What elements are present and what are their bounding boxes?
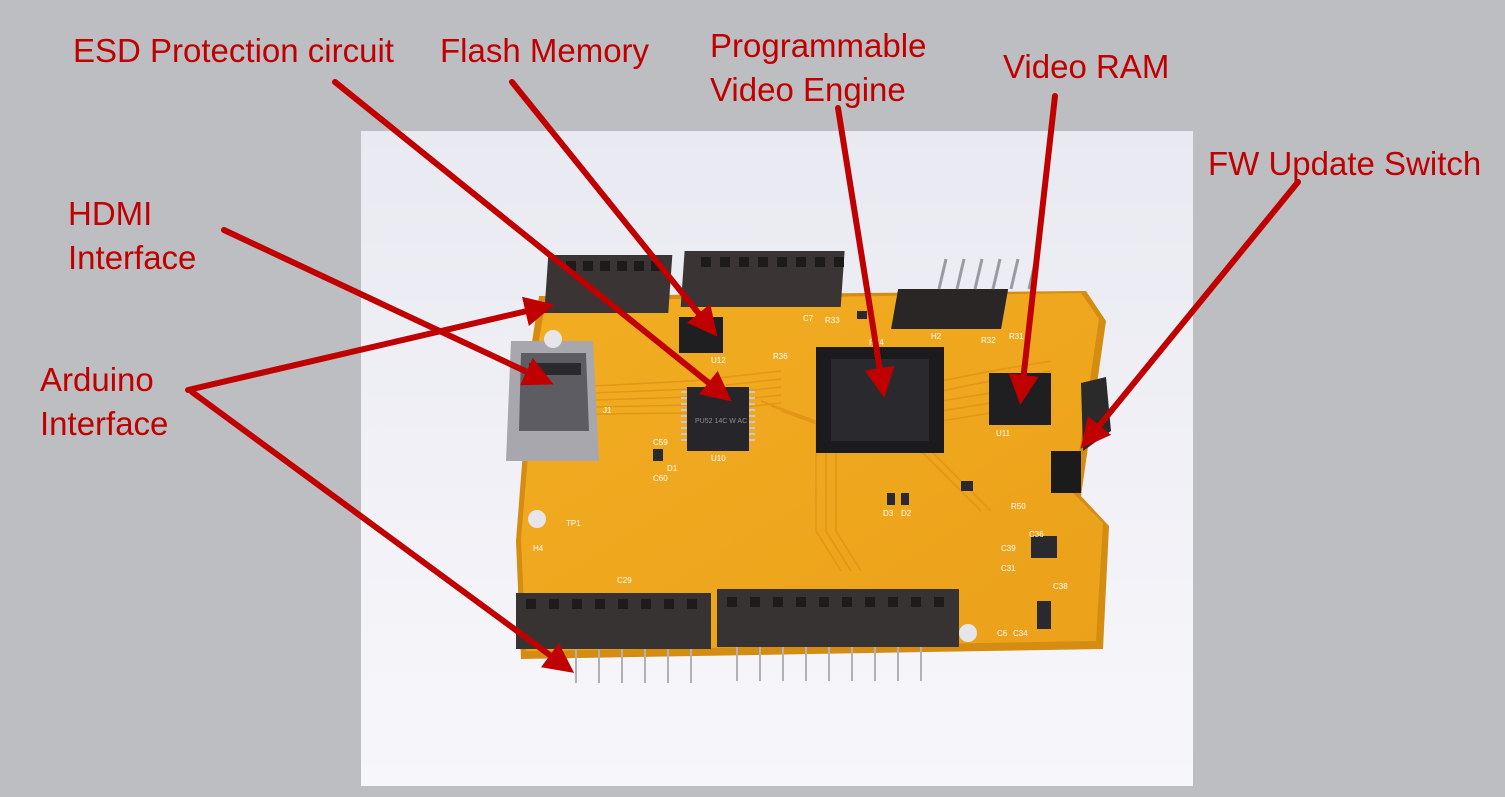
svg-text:C34: C34 <box>1013 629 1028 638</box>
svg-text:J1: J1 <box>603 406 612 415</box>
svg-text:TP1: TP1 <box>566 519 581 528</box>
svg-text:H4: H4 <box>533 544 544 553</box>
video-engine-label-line2: Video Engine <box>710 70 906 108</box>
esd-chip-marking: PU52 14C W AC <box>695 418 747 425</box>
hdmi-label-line2: Interface <box>68 238 197 276</box>
svg-text:C59: C59 <box>653 438 668 447</box>
svg-text:H2: H2 <box>931 332 942 341</box>
svg-text:U12: U12 <box>711 356 726 365</box>
mounting-hole-bottom <box>959 624 977 642</box>
mounting-hole-top <box>544 330 562 348</box>
esd-protection-label: ESD Protection circuit <box>73 32 394 69</box>
svg-text:U11: U11 <box>996 429 1011 438</box>
svg-text:C29: C29 <box>617 576 632 585</box>
svg-text:C38: C38 <box>1053 582 1068 591</box>
video-engine-label: Programmable Video Engine <box>710 24 926 112</box>
hdmi-interface-label: HDMI Interface <box>68 192 196 280</box>
header-bottom-left <box>516 593 711 649</box>
svg-text:C60: C60 <box>653 474 668 483</box>
smd-components <box>653 311 1057 629</box>
svg-text:D1: D1 <box>667 464 678 473</box>
video-engine-label-line1: Programmable <box>710 27 927 64</box>
header-bottom-legs <box>575 647 922 683</box>
svg-text:R32: R32 <box>981 336 996 345</box>
flash-memory-chip <box>679 317 723 353</box>
svg-text:D2: D2 <box>901 509 912 518</box>
svg-text:R34: R34 <box>869 338 884 347</box>
svg-text:R31: R31 <box>1009 332 1024 341</box>
svg-text:C31: C31 <box>1001 564 1016 573</box>
arduino-interface-label: Arduino Interface <box>40 358 168 446</box>
fw-update-switch-label: FW Update Switch <box>1208 145 1482 182</box>
svg-text:C36: C36 <box>1029 530 1044 539</box>
header-bottom-pins <box>526 597 944 609</box>
video-engine-chip-die <box>831 359 929 441</box>
svg-text:U10: U10 <box>711 454 726 463</box>
svg-text:C6: C6 <box>997 629 1008 638</box>
mounting-hole-left <box>528 510 546 528</box>
svg-text:C7: C7 <box>803 314 814 323</box>
arduino-label-line1: Arduino <box>40 361 154 398</box>
svg-text:R33: R33 <box>825 316 840 325</box>
flash-memory-label: Flash Memory <box>440 32 650 69</box>
svg-text:R50: R50 <box>1011 502 1026 511</box>
svg-text:D3: D3 <box>883 509 894 518</box>
svg-text:C39: C39 <box>1001 544 1016 553</box>
video-ram-label: Video RAM <box>1003 48 1170 85</box>
svg-text:R36: R36 <box>773 352 788 361</box>
video-ram-chip <box>989 373 1051 425</box>
hdmi-label-line1: HDMI <box>68 195 153 232</box>
hdmi-connector <box>506 341 599 461</box>
board-photo: PU52 14C W AC U12 U10 U11 J1 H2 H4 TP1 C… <box>361 131 1193 786</box>
arduino-label-line2: Interface <box>40 404 169 442</box>
